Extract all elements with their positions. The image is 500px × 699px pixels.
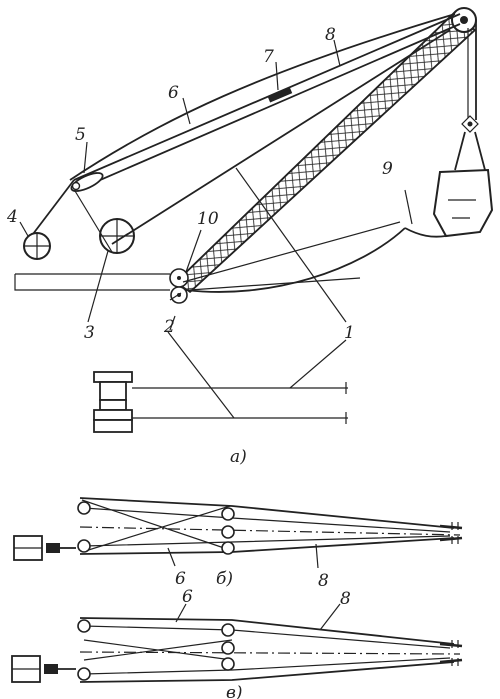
leader-lines <box>19 39 413 419</box>
boom <box>174 10 477 294</box>
caption-b: б) <box>216 569 233 589</box>
boom-foot-sheaves <box>169 268 189 304</box>
drag-rope-9 <box>182 221 406 293</box>
drum-3 <box>99 218 135 254</box>
label-6: 6 <box>168 83 179 103</box>
base-line <box>14 273 361 291</box>
panel-c: 6 8 в) <box>11 587 463 699</box>
caption-c: в) <box>226 683 243 699</box>
boom-tip-sheave <box>451 7 477 33</box>
panel-c-leaders <box>175 603 341 631</box>
label-7: 7 <box>263 47 274 67</box>
label-b-6: 6 <box>175 569 186 589</box>
boom-pendant <box>111 29 451 245</box>
label-c-8: 8 <box>340 589 351 609</box>
hoist-rope-8 <box>467 20 477 120</box>
rope-frame-b <box>77 497 463 555</box>
panel-b: 6 8 б) <box>13 497 463 591</box>
drum-4 <box>23 232 51 260</box>
rope-frame-c <box>77 617 463 683</box>
label-8: 8 <box>325 25 336 45</box>
bucket <box>404 168 494 238</box>
label-1: 1 <box>344 323 355 343</box>
label-4: 4 <box>6 207 18 227</box>
label-9: 9 <box>382 159 393 179</box>
boom-hoist-rope <box>32 13 461 253</box>
label-5: 5 <box>75 125 86 145</box>
label-3: 3 <box>84 323 95 343</box>
panel-a-labels: 1 2 3 4 5 6 7 8 9 10 а) <box>6 25 393 467</box>
pennant-curve <box>69 13 456 181</box>
link-7 <box>267 87 293 103</box>
hook-block <box>454 115 486 171</box>
motor-c <box>11 655 76 683</box>
label-2: 2 <box>163 317 175 337</box>
equalizer-5 <box>70 172 104 192</box>
panel-b-leaders <box>167 543 319 569</box>
label-c-6: 6 <box>182 587 193 607</box>
panel-a: 1 2 3 4 5 6 7 8 9 10 а) <box>6 7 494 467</box>
label-b-8: 8 <box>318 571 329 591</box>
motor-b <box>13 535 76 561</box>
winch-3 <box>93 371 348 433</box>
label-10: 10 <box>197 209 219 229</box>
caption-a: а) <box>230 447 247 467</box>
